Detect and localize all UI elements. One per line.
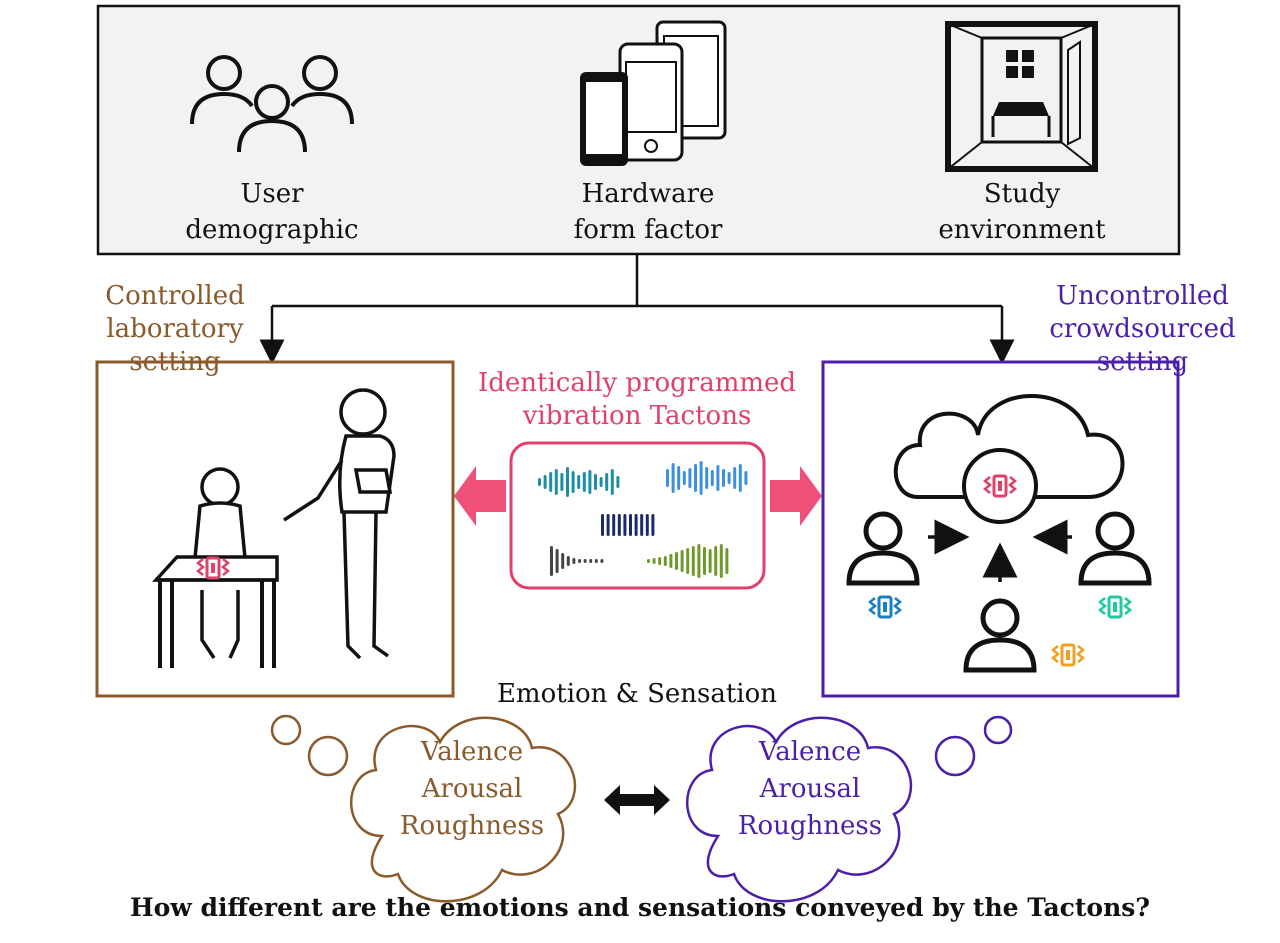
waveform-bar [722, 469, 725, 487]
waveform-bar [725, 548, 729, 574]
connector-lines [259, 254, 1015, 365]
waveform-bar [594, 474, 597, 490]
waveform-bar [549, 472, 553, 492]
lab-scene-icon [152, 388, 396, 668]
waveform-bar [682, 471, 686, 485]
waveform-bar [658, 557, 662, 565]
waveform-bar [703, 547, 706, 575]
waveform-bar [588, 470, 592, 494]
crowd-arrows [928, 519, 1072, 582]
waveform-bar [589, 559, 593, 563]
waveform-bar [538, 478, 541, 486]
waveform-bar [566, 467, 569, 497]
waveform-bar [716, 465, 720, 491]
waveform-bar [616, 476, 620, 488]
waveform-bar [571, 471, 575, 493]
waveform-bar [623, 514, 627, 536]
waveform-bar [605, 473, 609, 491]
waveform-bar [694, 464, 697, 492]
waveform-bar [738, 464, 742, 492]
waveform-bar [566, 556, 570, 566]
waveform-bar [645, 514, 649, 536]
arrow-to-crowd [770, 466, 822, 526]
compare-double-arrow [604, 785, 670, 815]
waveform-bar [666, 469, 669, 487]
emotion-sensation-label: Emotion & Sensation [496, 679, 778, 709]
waveform-bar [578, 559, 581, 563]
waveform-bar [554, 469, 558, 495]
waveform-bar [634, 514, 638, 536]
left-thought-bubble [270, 714, 577, 903]
waveform-bar [577, 475, 581, 489]
waveform-bar [680, 550, 684, 572]
waveform-bar [691, 546, 695, 576]
right-thought-bubble [686, 715, 1013, 903]
waveform-bar [719, 544, 723, 578]
waveform-bar [561, 553, 565, 569]
waveform-bar [733, 467, 737, 489]
waveform-bar [699, 461, 703, 495]
waveform-bar [697, 544, 701, 578]
users-group-icon [190, 55, 354, 153]
waveform-bar [555, 549, 559, 573]
waveform-bar [583, 559, 587, 563]
waveform-bar [677, 466, 681, 490]
waveform-bar [550, 546, 553, 576]
waveform-bar [600, 559, 604, 563]
phones-icon [580, 20, 727, 166]
waveform-bar [671, 463, 675, 493]
waveform-bar [669, 554, 673, 568]
waveform-bar [705, 467, 709, 489]
waveform-bar [543, 475, 547, 489]
cloud-network-icon [893, 394, 1125, 524]
tacton-waveforms [538, 461, 748, 578]
arrow-to-lab [454, 466, 506, 526]
waveform-bar [601, 514, 604, 536]
waveform-bar [594, 559, 598, 563]
waveform-bar [599, 477, 603, 487]
waveform-bar [572, 558, 576, 564]
waveform-bar [710, 470, 714, 486]
waveform-bar [560, 473, 564, 491]
room-icon [945, 21, 1098, 172]
waveform-bar [606, 514, 610, 536]
waveform-bar [744, 471, 748, 485]
waveform-bar [675, 552, 678, 570]
research-question: How different are the emotions and sensa… [129, 893, 1151, 922]
waveform-bar [582, 472, 586, 492]
waveform-bar [651, 514, 655, 536]
waveform-bar [652, 558, 656, 564]
waveform-bar [640, 514, 644, 536]
waveform-bar [610, 469, 614, 495]
waveform-bar [686, 548, 690, 574]
waveform-bar [629, 514, 632, 536]
waveform-bar [612, 514, 616, 536]
waveform-bar [714, 546, 718, 576]
waveform-bar [663, 556, 667, 566]
waveform-bar [617, 514, 621, 536]
waveform-bar [708, 549, 712, 573]
waveform-bar [727, 472, 731, 484]
waveform-bar [647, 559, 650, 563]
waveform-bar [688, 468, 692, 488]
